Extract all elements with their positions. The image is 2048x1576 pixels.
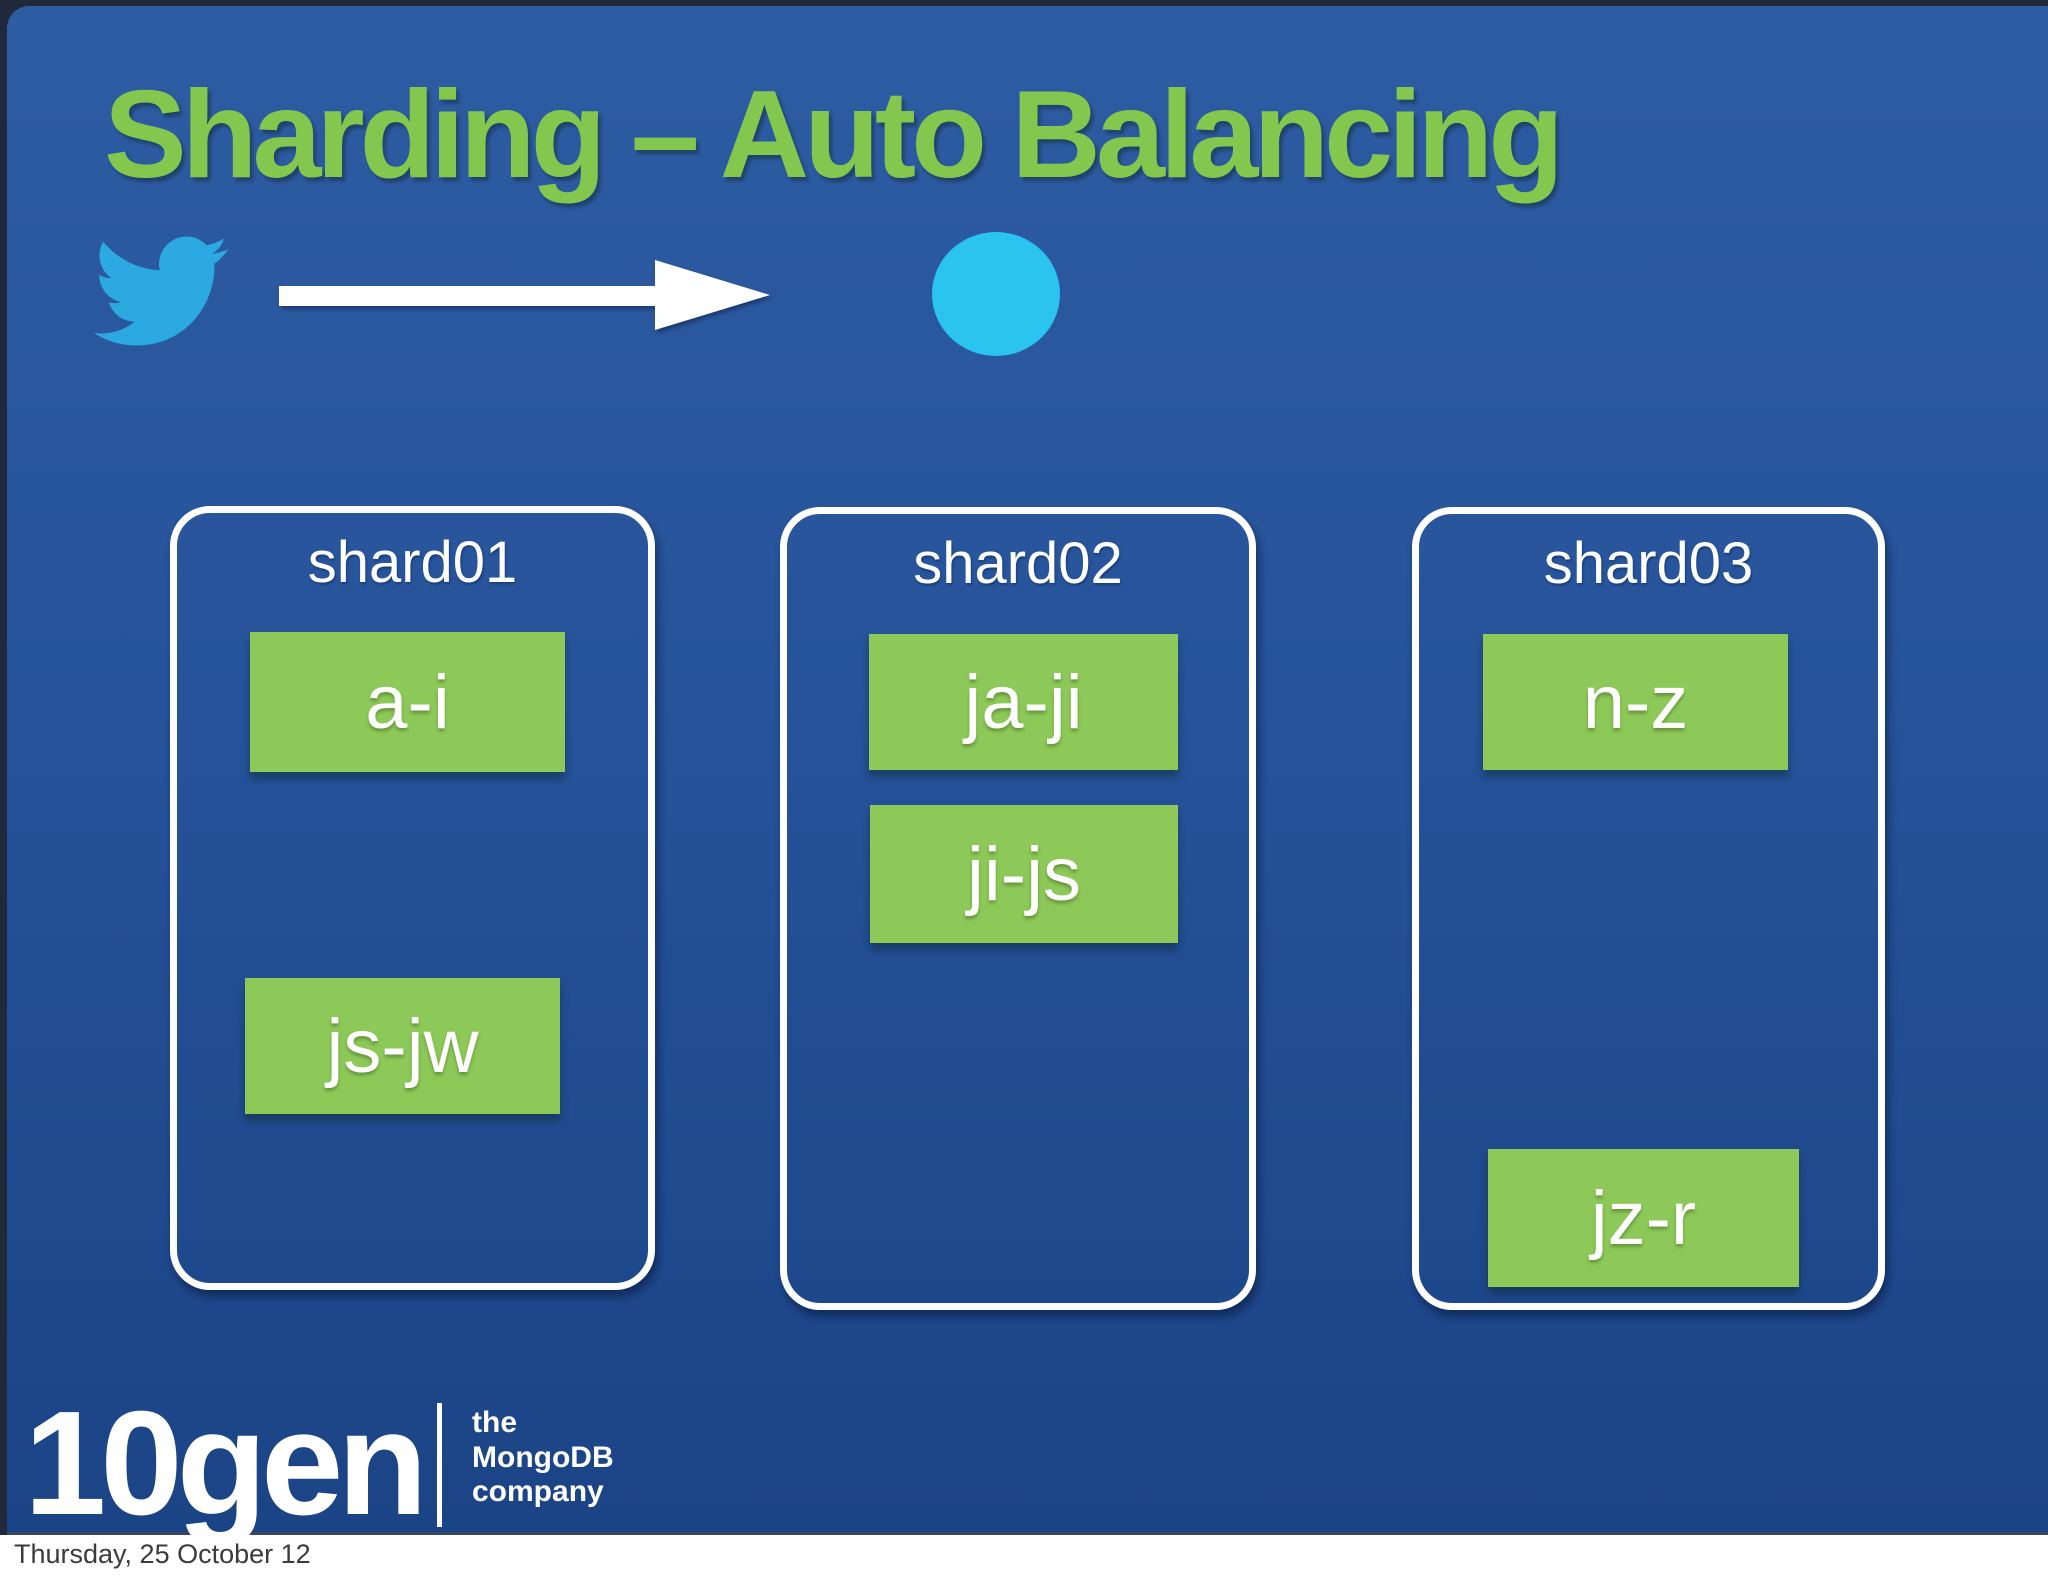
tagline-line-the: the [472,1406,517,1439]
chunk-a-i: a-i [250,632,565,772]
shard-box-shard01: shard01 a-i js-jw [170,506,655,1290]
date-text: Thursday, 25 October 12 [14,1539,311,1569]
logo-divider [437,1403,442,1527]
chunk-ja-ji: ja-ji [869,634,1178,770]
chunk-js-jw: js-jw [245,978,560,1114]
chunk-jz-r: jz-r [1488,1149,1799,1287]
chunk-ji-js: ji-js [870,805,1178,943]
shard-box-shard03: shard03 n-z jz-r [1412,507,1885,1310]
cyan-dot [932,232,1060,356]
tagline-line-mongodb: MongoDB [472,1440,614,1474]
twitter-bird-icon [94,236,228,346]
brand-logo-10gen: 10gen [24,1381,428,1546]
shard-title: shard01 [307,530,518,595]
shard-title: shard02 [913,531,1123,596]
tagline-line-company: company [472,1475,604,1508]
right-arrow-icon [279,260,770,330]
shard-box-shard02: shard02 ja-ji ji-js [780,507,1256,1310]
date-bar: Thursday, 25 October 12 [0,1535,2048,1576]
shard-title: shard03 [1543,531,1754,596]
logo-tagline: the MongoDB company [472,1406,614,1510]
chunk-n-z: n-z [1483,634,1788,770]
page-title: Sharding – Auto Balancing [104,66,1564,204]
